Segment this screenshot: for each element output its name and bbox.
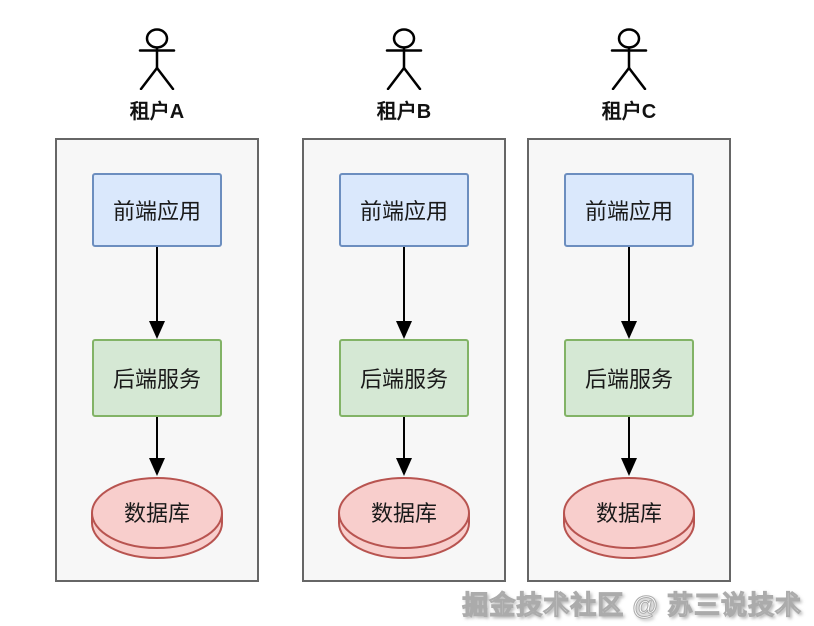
tenant-label: 租户A <box>129 101 185 123</box>
arrow-down-icon <box>621 417 637 476</box>
database-label: 数据库 <box>371 501 437 526</box>
tenant-label: 租户C <box>601 101 657 123</box>
database-label: 数据库 <box>124 501 190 526</box>
arrow-down-icon <box>621 247 637 339</box>
tenant-column-a: 租户A 前端应用 后端服务 数据库 <box>55 28 259 582</box>
tenant-label: 租户B <box>376 101 432 123</box>
tenant-boundary: 前端应用 后端服务 数据库 <box>527 138 731 582</box>
arrow-down-icon <box>149 417 165 476</box>
arrow-down-icon <box>396 417 412 476</box>
database-label: 数据库 <box>596 501 662 526</box>
arrow-down-icon <box>396 247 412 339</box>
tenant-column-c: 租户C 前端应用 后端服务 数据库 <box>527 28 731 582</box>
backend-service-node: 后端服务 <box>92 339 222 417</box>
tenant-boundary: 前端应用 后端服务 数据库 <box>55 138 259 582</box>
database-node: 数据库 <box>338 477 470 559</box>
backend-service-node: 后端服务 <box>564 339 694 417</box>
tenant-column-b: 租户B 前端应用 后端服务 数据库 <box>302 28 506 582</box>
tenant-boundary: 前端应用 后端服务 数据库 <box>302 138 506 582</box>
database-node: 数据库 <box>563 477 695 559</box>
frontend-app-node: 前端应用 <box>564 173 694 247</box>
actor-icon <box>610 28 648 90</box>
arrow-down-icon <box>149 247 165 339</box>
actor-icon <box>138 28 176 90</box>
actor-icon <box>385 28 423 90</box>
backend-service-node: 后端服务 <box>339 339 469 417</box>
database-node: 数据库 <box>91 477 223 559</box>
frontend-app-node: 前端应用 <box>339 173 469 247</box>
frontend-app-node: 前端应用 <box>92 173 222 247</box>
watermark: 掘金技术社区 @ 苏三说技术 <box>462 590 802 621</box>
